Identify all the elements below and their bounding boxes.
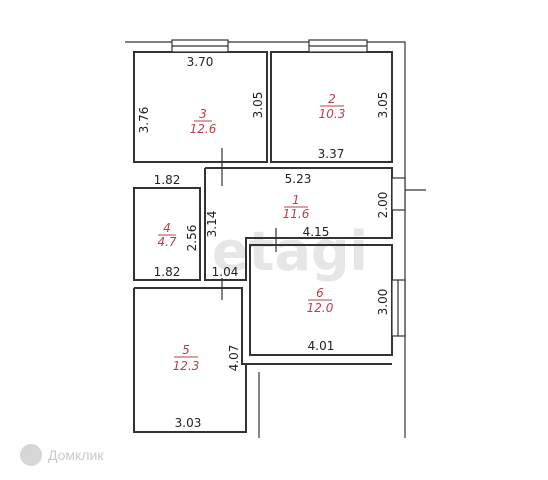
room-2-area: 10.3 [319,107,346,121]
dim-room-3-right: 3.05 [251,92,265,119]
room-4-number: 4 [163,221,171,235]
room-2-number: 2 [328,92,336,106]
dim-room-1-right: 2.00 [376,192,390,219]
dim-room-4-bottom: 1.82 [154,265,181,279]
room-5-area: 12.3 [173,359,200,373]
dim-room-1-inner: 4.15 [303,225,330,239]
dim-door-width: 1.04 [212,265,239,279]
brand-name: Домклик [48,447,104,463]
dim-room-2-bottom: 3.37 [318,147,345,161]
watermark-text: etagi [212,220,368,283]
entry-door [391,177,406,211]
dim-room-3-top: 3.70 [187,55,214,69]
room-4-walls [133,187,201,281]
room-3-area: 12.6 [190,122,217,136]
dim-room-5-bottom: 3.03 [175,416,202,430]
room-1-number: 1 [292,193,300,207]
dim-room-3-left: 3.76 [137,107,151,134]
dim-room-2-right: 3.05 [376,92,390,119]
brand-watermark: Домклик [20,444,103,466]
room-1-area: 11.6 [283,207,310,221]
room-6-number: 6 [316,286,324,300]
room-5-number: 5 [182,343,190,357]
dim-room-1-inner-left: 3.14 [205,211,219,238]
dim-room-6-bottom: 4.01 [308,339,335,353]
dim-room-3-bottom: 1.82 [154,173,181,187]
brand-logo-icon [20,444,42,466]
room-3-number: 3 [199,107,207,121]
dim-room-1-top: 5.23 [285,172,312,186]
dim-room-4-right: 2.56 [185,225,199,252]
room-4-area: 4.7 [157,235,176,249]
dim-room-5-right: 4.07 [227,345,241,372]
dim-room-6-right: 3.00 [376,289,390,316]
room-6-area: 12.0 [307,301,334,315]
room-1-walls [204,167,393,281]
